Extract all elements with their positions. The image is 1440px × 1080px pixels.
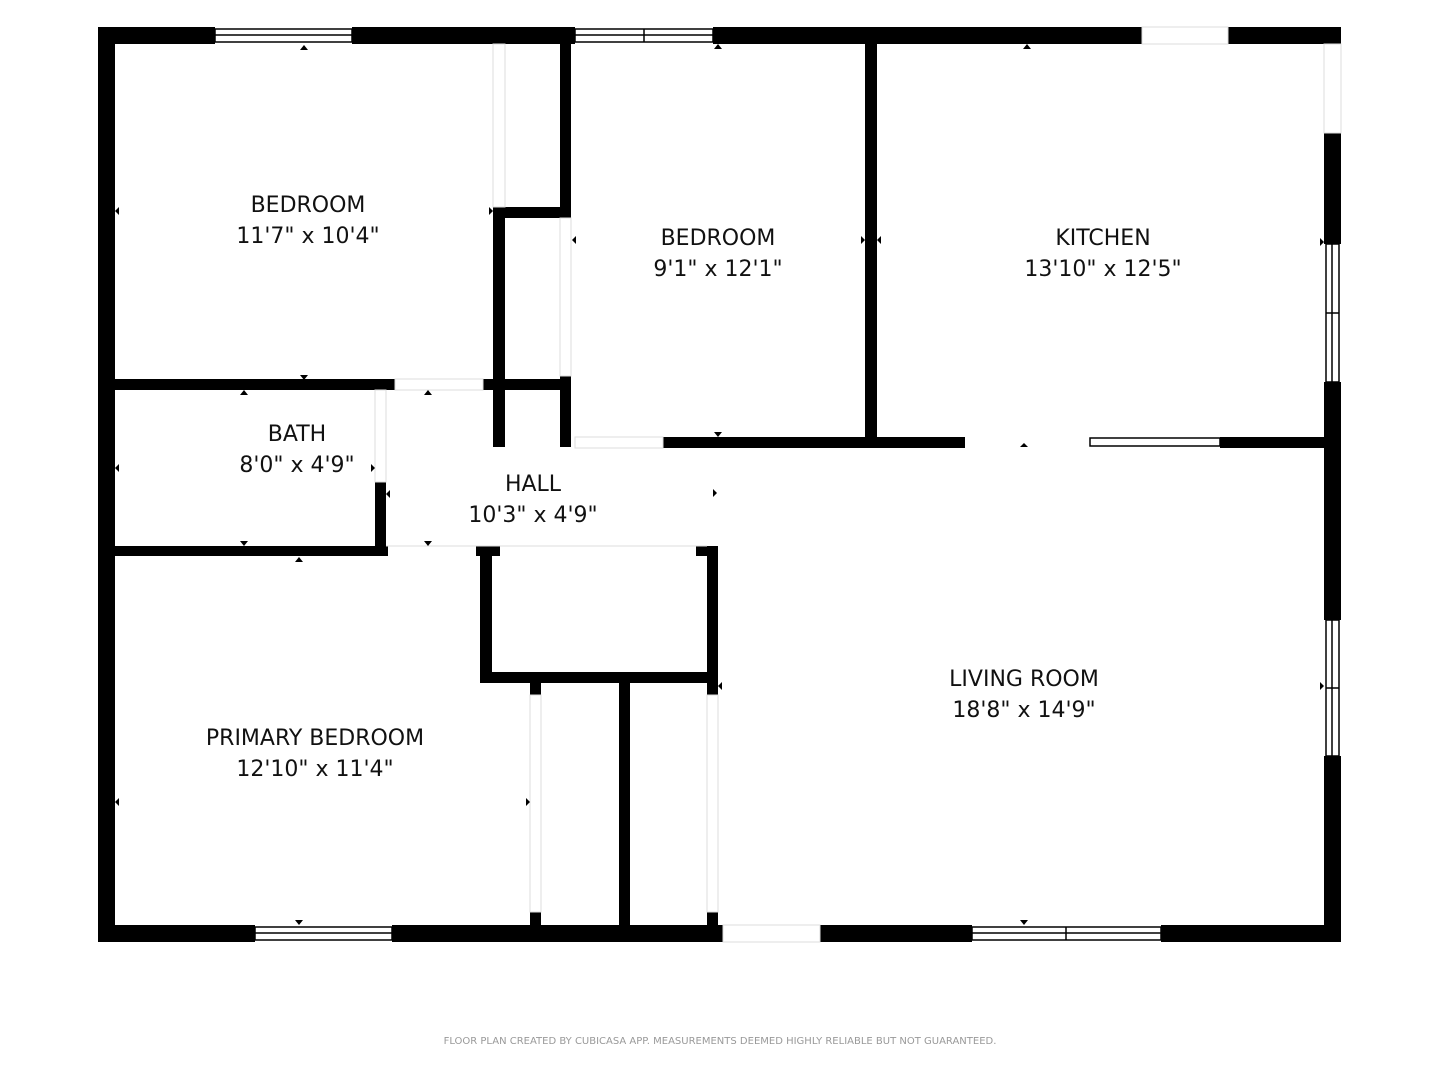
room-label-primary-bedroom: PRIMARY BEDROOM 12'10" x 11'4" <box>206 723 424 785</box>
room-name: HALL <box>504 472 562 497</box>
room-size: 13'10" x 12'5" <box>1024 257 1182 282</box>
room-label-bedroom-1: BEDROOM 11'7" x 10'4" <box>236 190 379 252</box>
room-size: 9'1" x 12'1" <box>653 257 783 282</box>
room-size: 8'0" x 4'9" <box>239 453 355 478</box>
room-name: BATH <box>267 422 327 447</box>
disclaimer-footer: FLOOR PLAN CREATED BY CUBICASA APP. MEAS… <box>443 1036 997 1047</box>
windows <box>214 28 1340 941</box>
room-size: 10'3" x 4'9" <box>468 503 598 528</box>
room-size: 12'10" x 11'4" <box>236 757 394 782</box>
room-label-bedroom-2: BEDROOM 9'1" x 12'1" <box>653 223 782 285</box>
room-name: BEDROOM <box>250 193 366 218</box>
door-openings <box>374 26 1342 943</box>
room-label-living-room: LIVING ROOM 18'8" x 14'9" <box>949 664 1099 726</box>
room-label-hall: HALL 10'3" x 4'9" <box>468 469 597 531</box>
room-name: KITCHEN <box>1055 226 1151 251</box>
room-name: PRIMARY BEDROOM <box>205 726 425 751</box>
room-size: 18'8" x 14'9" <box>952 698 1096 723</box>
walls <box>98 27 1341 942</box>
dimension-markers <box>115 44 1324 925</box>
room-name: LIVING ROOM <box>949 667 1099 692</box>
room-name: BEDROOM <box>660 226 776 251</box>
room-label-kitchen: KITCHEN 13'10" x 12'5" <box>1024 223 1181 285</box>
room-size: 11'7" x 10'4" <box>236 224 380 249</box>
room-label-bath: BATH 8'0" x 4'9" <box>239 419 354 481</box>
